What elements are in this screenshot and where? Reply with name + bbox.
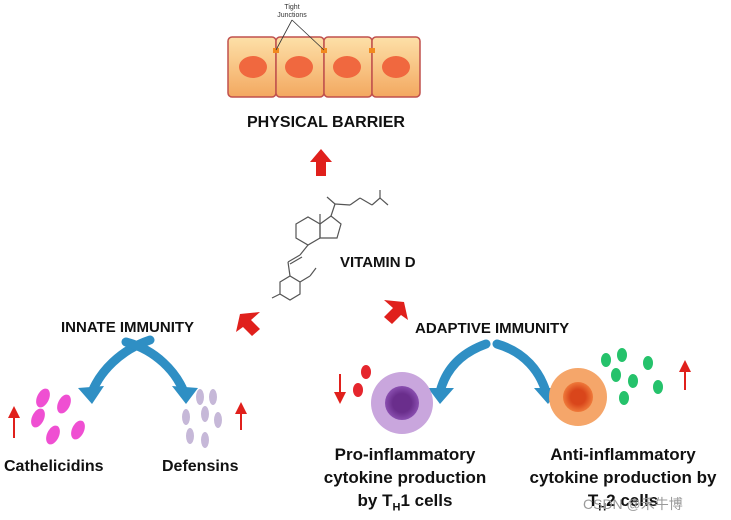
tight-junction <box>369 48 375 53</box>
cell-nucleus <box>382 56 410 78</box>
innate-blue-arrows <box>78 335 198 404</box>
physical-barrier-title: PHYSICAL BARRIER <box>247 114 405 131</box>
red-up-arrow <box>310 149 332 176</box>
tight-junction <box>273 48 279 53</box>
th1-caption-line3: by TH1 cells <box>300 489 510 519</box>
th1-caption-line1: Pro-inflammatory <box>334 445 476 464</box>
th2-caption-sub: H <box>598 501 607 514</box>
th1-caption-line3-pre: by T <box>357 491 393 510</box>
anti-inflammatory-cytokines <box>601 348 663 405</box>
tight-junctions-line1: Tight <box>284 4 300 11</box>
cell-nucleus <box>239 56 267 78</box>
th2-caption-line3: TH2 cells <box>518 489 728 519</box>
red-up-arrow-th2 <box>679 360 691 390</box>
th1-cell <box>371 372 433 434</box>
th1-caption-line2: cytokine production <box>323 468 487 487</box>
th2-caption-line3-post: 2 cells <box>606 491 659 510</box>
tight-junction <box>321 48 327 53</box>
th1-caption-sub: H <box>392 501 401 514</box>
tight-junctions-label: Tight Junctions <box>268 4 316 20</box>
adaptive-immunity-title: ADAPTIVE IMMUNITY <box>415 320 570 337</box>
red-arrow-to-innate <box>236 312 260 336</box>
red-up-arrow-cathelicidins <box>8 406 20 438</box>
pro-inflammatory-cytokines <box>353 365 371 397</box>
vitamin-d-label: VITAMIN D <box>340 254 416 271</box>
watermark: CSDN @禾牛博 <box>583 496 683 512</box>
red-up-arrow-defensins <box>235 402 247 430</box>
red-down-arrow-th1 <box>334 374 346 404</box>
vitamin-d-structure <box>271 190 389 301</box>
tight-junctions-line2: Junctions <box>277 12 307 19</box>
cathelicidins-label: Cathelicidins <box>4 458 104 475</box>
red-arrow-to-adaptive <box>384 300 408 324</box>
th2-caption-line2: cytokine production by <box>529 468 717 487</box>
th2-caption-line3-pre: T <box>587 491 599 510</box>
th2-caption-line1: Anti-inflammatory <box>550 445 696 464</box>
defensins-cluster <box>182 389 222 448</box>
th1-caption: Pro-inflammatory cytokine production by … <box>300 443 510 519</box>
th2-cell <box>549 368 607 426</box>
tight-junction-pointer <box>291 19 325 51</box>
adaptive-blue-arrows <box>428 339 560 404</box>
cathelicidins-cluster <box>31 388 85 445</box>
th2-caption: Anti-inflammatory cytokine production by… <box>518 443 728 519</box>
th1-caption-line3-post: 1 cells <box>400 491 453 510</box>
innate-immunity-title: INNATE IMMUNITY <box>61 319 195 336</box>
cell-nucleus <box>333 56 361 78</box>
defensins-label: Defensins <box>162 458 239 475</box>
epithelial-barrier <box>227 19 421 98</box>
cell-nucleus <box>285 56 313 78</box>
tight-junction-pointer <box>275 19 293 51</box>
